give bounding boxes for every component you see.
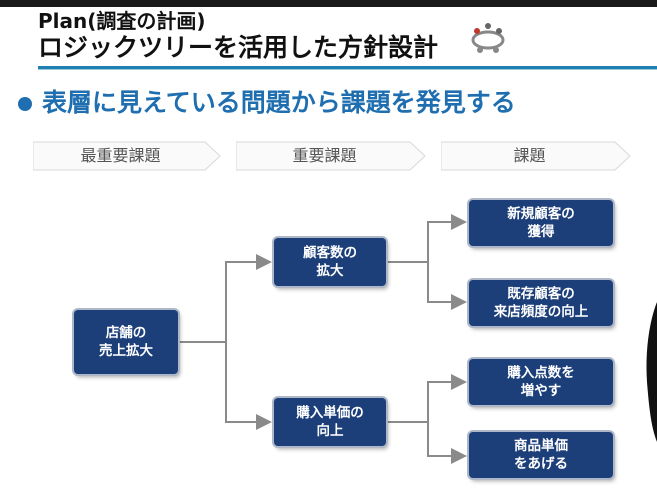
tree-node-leaf-1-line1: 新規顧客の — [507, 206, 575, 222]
tree-node-mid-unit-price: 購入単価の 向上 — [274, 398, 386, 446]
top-bar — [0, 0, 657, 7]
tree-node-leaf-visit-frequency: 既存顧客の 来店頻度の向上 — [469, 280, 613, 326]
tree-node-mid-customers: 顧客数の 拡大 — [274, 238, 386, 286]
column-header-chevron-1 — [33, 141, 221, 171]
column-header-chevron-3 — [441, 141, 631, 171]
column-header-label-3: 課題 — [513, 146, 546, 165]
bullet-dot — [18, 97, 32, 111]
slide-title-line1: Plan(調査の計画) — [38, 9, 206, 33]
tree-node-root-line1: 店舗の — [105, 325, 147, 341]
tree-node-leaf-product-price: 商品単価 をあげる — [469, 432, 613, 478]
title-divider-light — [38, 69, 657, 70]
column-header-chevron-2 — [236, 141, 426, 171]
tree-node-mid-2-line2: 向上 — [316, 423, 344, 439]
tree-node-leaf-3-line2: 増やす — [520, 383, 562, 399]
headline: 表層に見えている問題から課題を発見する — [42, 88, 516, 117]
tree-node-leaf-purchase-count: 購入点数を 増やす — [469, 359, 613, 405]
column-header-label-1: 最重要課題 — [80, 146, 161, 165]
presenter-silhouette — [646, 302, 657, 442]
tree-node-root: 店舗の 売上拡大 — [74, 310, 178, 374]
title-divider — [38, 66, 657, 69]
tree-node-root-line2: 売上拡大 — [99, 343, 153, 359]
tree-node-mid-1-line1: 顧客数の — [303, 245, 357, 261]
tree-node-leaf-2-line1: 既存顧客の — [507, 286, 575, 302]
tree-node-leaf-4-line2: をあげる — [514, 456, 568, 472]
tree-node-leaf-2-line2: 来店頻度の向上 — [493, 304, 589, 320]
tree-node-mid-2-line1: 購入単価の — [296, 405, 364, 421]
slide-title-line2: ロジックツリーを活用した方針設計 — [38, 33, 439, 62]
tree-node-leaf-3-line1: 購入点数を — [507, 365, 575, 381]
tree-node-leaf-new-customers: 新規顧客の 獲得 — [469, 200, 613, 246]
tree-node-leaf-4-line1: 商品単価 — [514, 438, 568, 454]
tree-node-leaf-1-line2: 獲得 — [527, 224, 555, 240]
team-circle-logo-icon — [471, 23, 505, 53]
column-header-label-2: 重要課題 — [292, 146, 357, 165]
tree-node-mid-1-line2: 拡大 — [316, 263, 344, 279]
